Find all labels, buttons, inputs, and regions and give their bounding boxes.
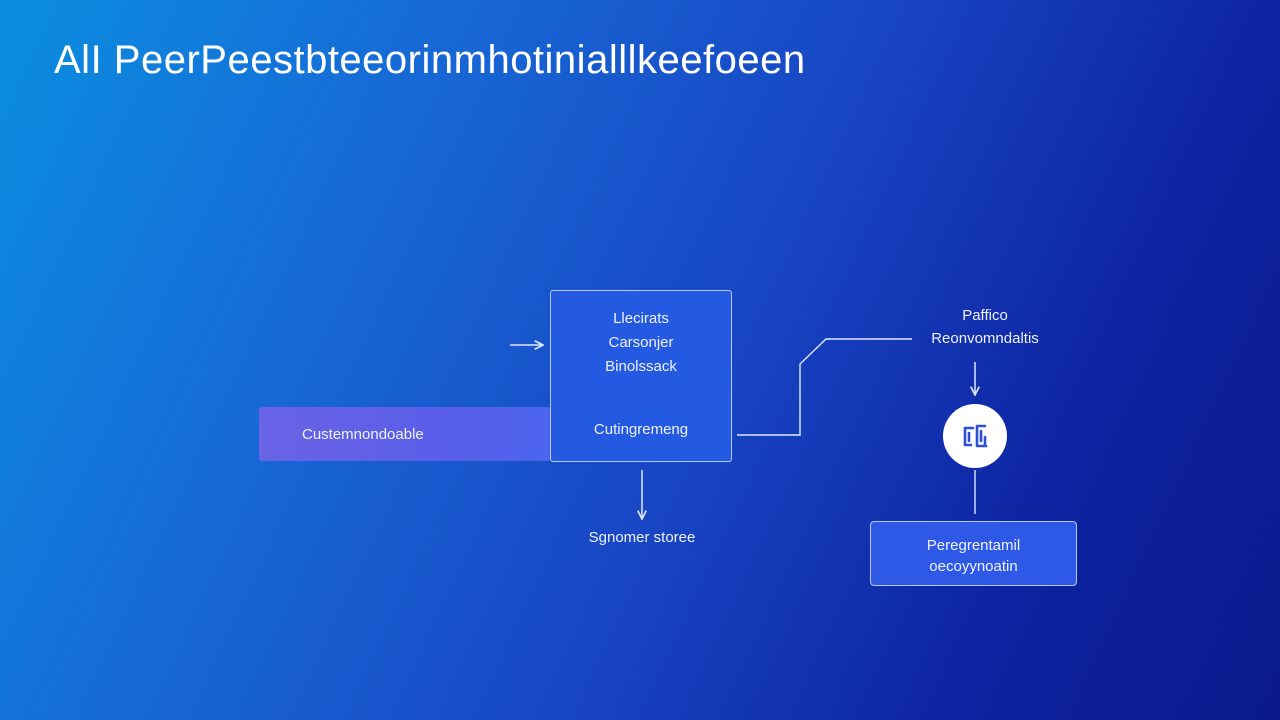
output-node: Peregrentamil oecoyynoatin [870, 521, 1077, 586]
output-node-line-1: Peregrentamil [926, 537, 1021, 554]
center-node-text: Llecirats Carsonjer Binolssack [551, 307, 731, 379]
right-top-label-line-2: Reonvomndaltis [931, 330, 1039, 347]
connector-center-to-right [737, 338, 912, 436]
right-top-label: Paffico Reonvomndaltis [905, 304, 1065, 350]
right-top-label-line-1: Paffico [962, 307, 1008, 324]
page-title: AlI PeerPeestbteeorinmhotinialllkeefoeen [54, 38, 806, 82]
center-node-line-2: Carsonjer [608, 334, 674, 351]
brand-logo-icon [963, 424, 988, 448]
center-node-bottom-label: Cutingremeng [593, 421, 689, 438]
hub-node [943, 404, 1007, 468]
input-node: Custemnondoable [259, 407, 551, 461]
storage-label: Sgnomer storee [588, 529, 696, 546]
center-node-line-1: Llecirats [613, 310, 669, 327]
input-node-label: Custemnondoable [302, 425, 424, 443]
output-node-line-2: oecoyynoatin [929, 558, 1018, 575]
center-node: Llecirats Carsonjer Binolssack Cutingrem… [550, 290, 732, 462]
center-node-line-3: Binolssack [605, 358, 677, 375]
